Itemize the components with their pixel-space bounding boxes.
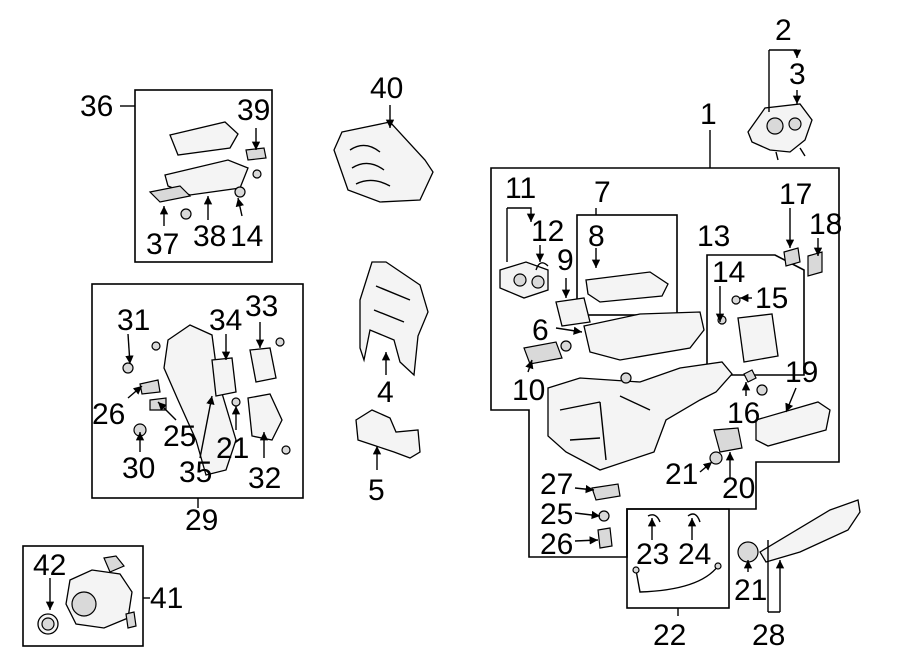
callout-34: 34 (209, 304, 242, 337)
callout-7: 7 (594, 176, 611, 209)
callout-20: 20 (722, 472, 755, 505)
callout-25a: 25 (540, 498, 573, 531)
callout-14b: 14 (230, 220, 263, 253)
callout-16: 16 (727, 397, 760, 430)
switch-assembly-part-41 (37, 555, 137, 635)
callout-2: 2 (775, 14, 792, 47)
leader-lines (45, 50, 823, 616)
callout-17: 17 (779, 178, 812, 211)
callout-26b: 26 (92, 398, 125, 431)
group-box-13 (706, 254, 805, 376)
callout-14a: 14 (712, 256, 745, 289)
callout-21a: 21 (665, 458, 698, 491)
callout-6: 6 (532, 314, 549, 347)
callout-19: 19 (785, 356, 818, 389)
callout-38: 38 (193, 220, 226, 253)
callout-25b: 25 (163, 420, 196, 453)
callout-27: 27 (540, 468, 573, 501)
callout-21c: 21 (734, 574, 767, 607)
callout-24: 24 (678, 538, 711, 571)
callout-1: 1 (700, 98, 717, 131)
callout-4: 4 (377, 376, 394, 409)
callout-18: 18 (809, 208, 842, 241)
callout-28: 28 (752, 619, 785, 652)
callout-26a: 26 (540, 528, 573, 561)
callout-3: 3 (789, 58, 806, 91)
callout-9: 9 (557, 244, 574, 277)
cover-part-36-group (148, 121, 267, 220)
console-base-part-1 (499, 247, 831, 549)
callout-10: 10 (512, 374, 545, 407)
callout-numbers: 1 2 3 4 5 6 7 8 9 10 11 12 13 14 15 16 1… (33, 14, 842, 652)
callout-5: 5 (368, 474, 385, 507)
callout-32: 32 (248, 462, 281, 495)
callout-11: 11 (505, 172, 536, 205)
seat-pad-part-40 (333, 121, 434, 203)
callout-36: 36 (80, 90, 113, 123)
callout-21b: 21 (216, 432, 249, 465)
callout-8: 8 (588, 220, 605, 253)
callout-12: 12 (531, 215, 564, 248)
callout-15: 15 (755, 282, 788, 315)
callout-30: 30 (122, 452, 155, 485)
upper-bracket-part (747, 103, 813, 161)
group-box-1 (490, 167, 840, 558)
callout-23: 23 (636, 538, 669, 571)
cable-part-22-group (632, 513, 722, 593)
group-box-7 (576, 214, 678, 316)
callout-31: 31 (117, 304, 150, 337)
callout-29: 29 (185, 504, 218, 537)
callout-41: 41 (150, 582, 183, 615)
callout-42: 42 (33, 549, 66, 582)
callout-37: 37 (146, 228, 179, 261)
group-box-41 (22, 545, 144, 647)
duct-part-5 (355, 409, 421, 459)
callout-33: 33 (245, 290, 278, 323)
callout-40: 40 (370, 72, 403, 105)
bracket-part-4 (359, 261, 429, 377)
console-housing-part-29-group (122, 324, 291, 476)
group-box-36 (134, 89, 273, 263)
callout-39: 39 (237, 94, 270, 127)
callout-13: 13 (697, 220, 730, 253)
callout-35: 35 (179, 456, 212, 489)
callout-22: 22 (653, 619, 686, 652)
